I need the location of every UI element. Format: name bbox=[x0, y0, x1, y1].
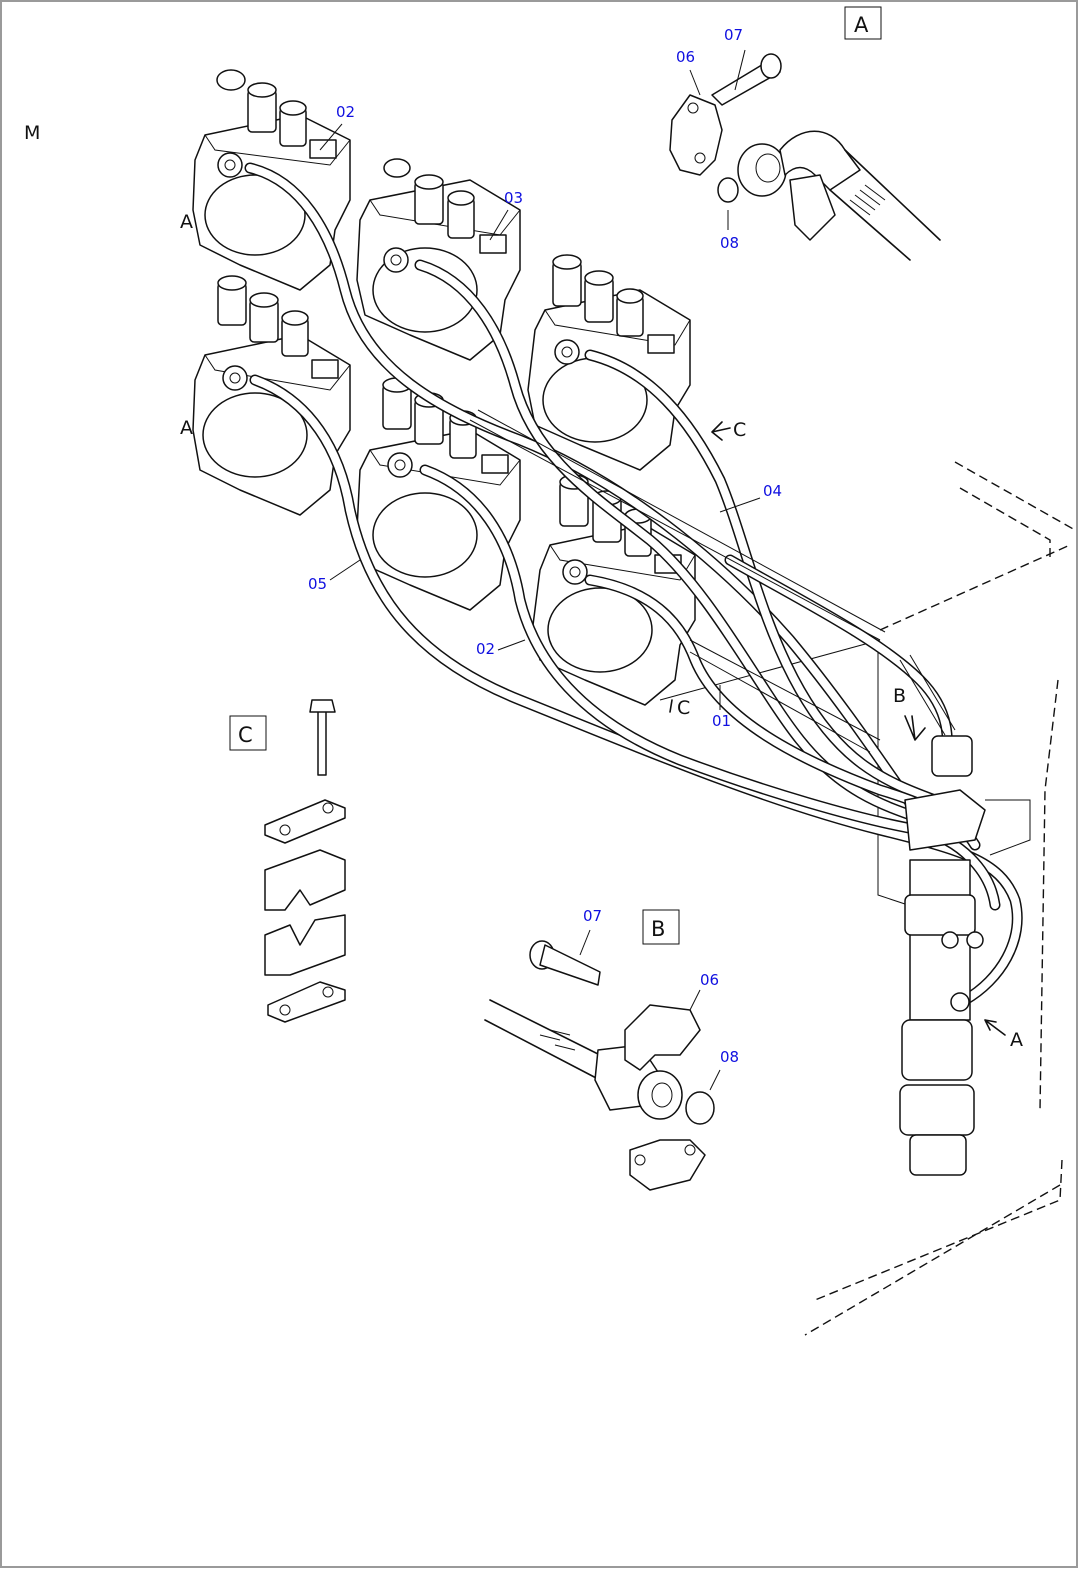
callout-a-08: 08 bbox=[720, 234, 739, 252]
detail-box-b-label: B bbox=[651, 917, 665, 941]
callout-a-07: 07 bbox=[724, 26, 743, 44]
machine-outline bbox=[659, 461, 1076, 1336]
callout-04: 04 bbox=[763, 482, 782, 500]
swivel-column bbox=[899, 715, 1006, 1176]
detail-a-drawing bbox=[669, 49, 941, 261]
sheet-mark: M bbox=[24, 122, 40, 144]
detail-box-b[interactable]: B bbox=[642, 909, 680, 945]
view-ref-b: B bbox=[893, 685, 906, 707]
detail-box-c-label: C bbox=[238, 723, 253, 747]
detail-box-a[interactable]: A bbox=[844, 6, 882, 40]
callout-b-07: 07 bbox=[583, 907, 602, 925]
view-ref-c1: C bbox=[733, 419, 746, 441]
valve-block-3 bbox=[527, 254, 691, 471]
detail-b-drawing bbox=[484, 929, 721, 1191]
valve-block-6 bbox=[532, 474, 696, 706]
labels: M A B C A A A B C C bbox=[24, 6, 1023, 1066]
view-ref-a3: A bbox=[1010, 1029, 1023, 1051]
callout-b-06: 06 bbox=[700, 971, 719, 989]
callout-a-06: 06 bbox=[676, 48, 695, 66]
valve-block-5 bbox=[356, 377, 521, 611]
detail-box-a-label: A bbox=[854, 13, 869, 37]
callout-03: 03 bbox=[504, 189, 523, 207]
callout-02-top: 02 bbox=[336, 103, 355, 121]
valve-block-1 bbox=[192, 69, 351, 291]
detail-c-drawing bbox=[264, 699, 346, 1023]
valve-blocks bbox=[192, 69, 696, 706]
callout-02-bottom: 02 bbox=[476, 640, 495, 658]
callout-01: 01 bbox=[712, 712, 731, 730]
callout-b-08: 08 bbox=[720, 1048, 739, 1066]
view-ref-a1: A bbox=[180, 211, 193, 233]
view-ref-c2: C bbox=[677, 697, 690, 719]
callout-05: 05 bbox=[308, 575, 327, 593]
valve-block-4 bbox=[192, 275, 351, 516]
detail-box-c[interactable]: C bbox=[229, 715, 267, 751]
view-ref-a2: A bbox=[180, 417, 193, 439]
